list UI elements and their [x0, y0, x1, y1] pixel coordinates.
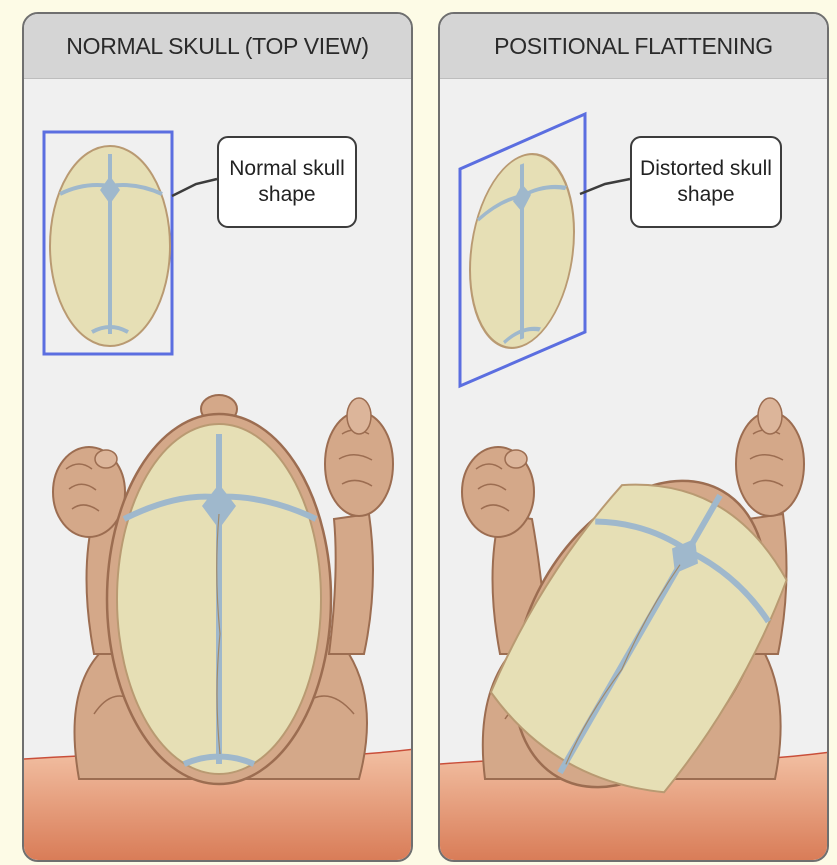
- normal-skull-callout: Normal skull shape: [217, 136, 357, 228]
- distorted-skull-inset: [460, 114, 585, 386]
- callout-pointer: [172, 179, 217, 196]
- distorted-skull-callout: Distorted skull shape: [630, 136, 782, 228]
- baby-head-skull: [107, 395, 331, 784]
- normal-skull-panel: NORMAL SKULL (TOP VIEW): [22, 12, 413, 862]
- normal-skull-inset: [44, 132, 172, 354]
- positional-flattening-panel: POSITIONAL FLATTENING: [438, 12, 829, 862]
- callout-pointer: [580, 179, 630, 194]
- right-arm: [325, 398, 393, 654]
